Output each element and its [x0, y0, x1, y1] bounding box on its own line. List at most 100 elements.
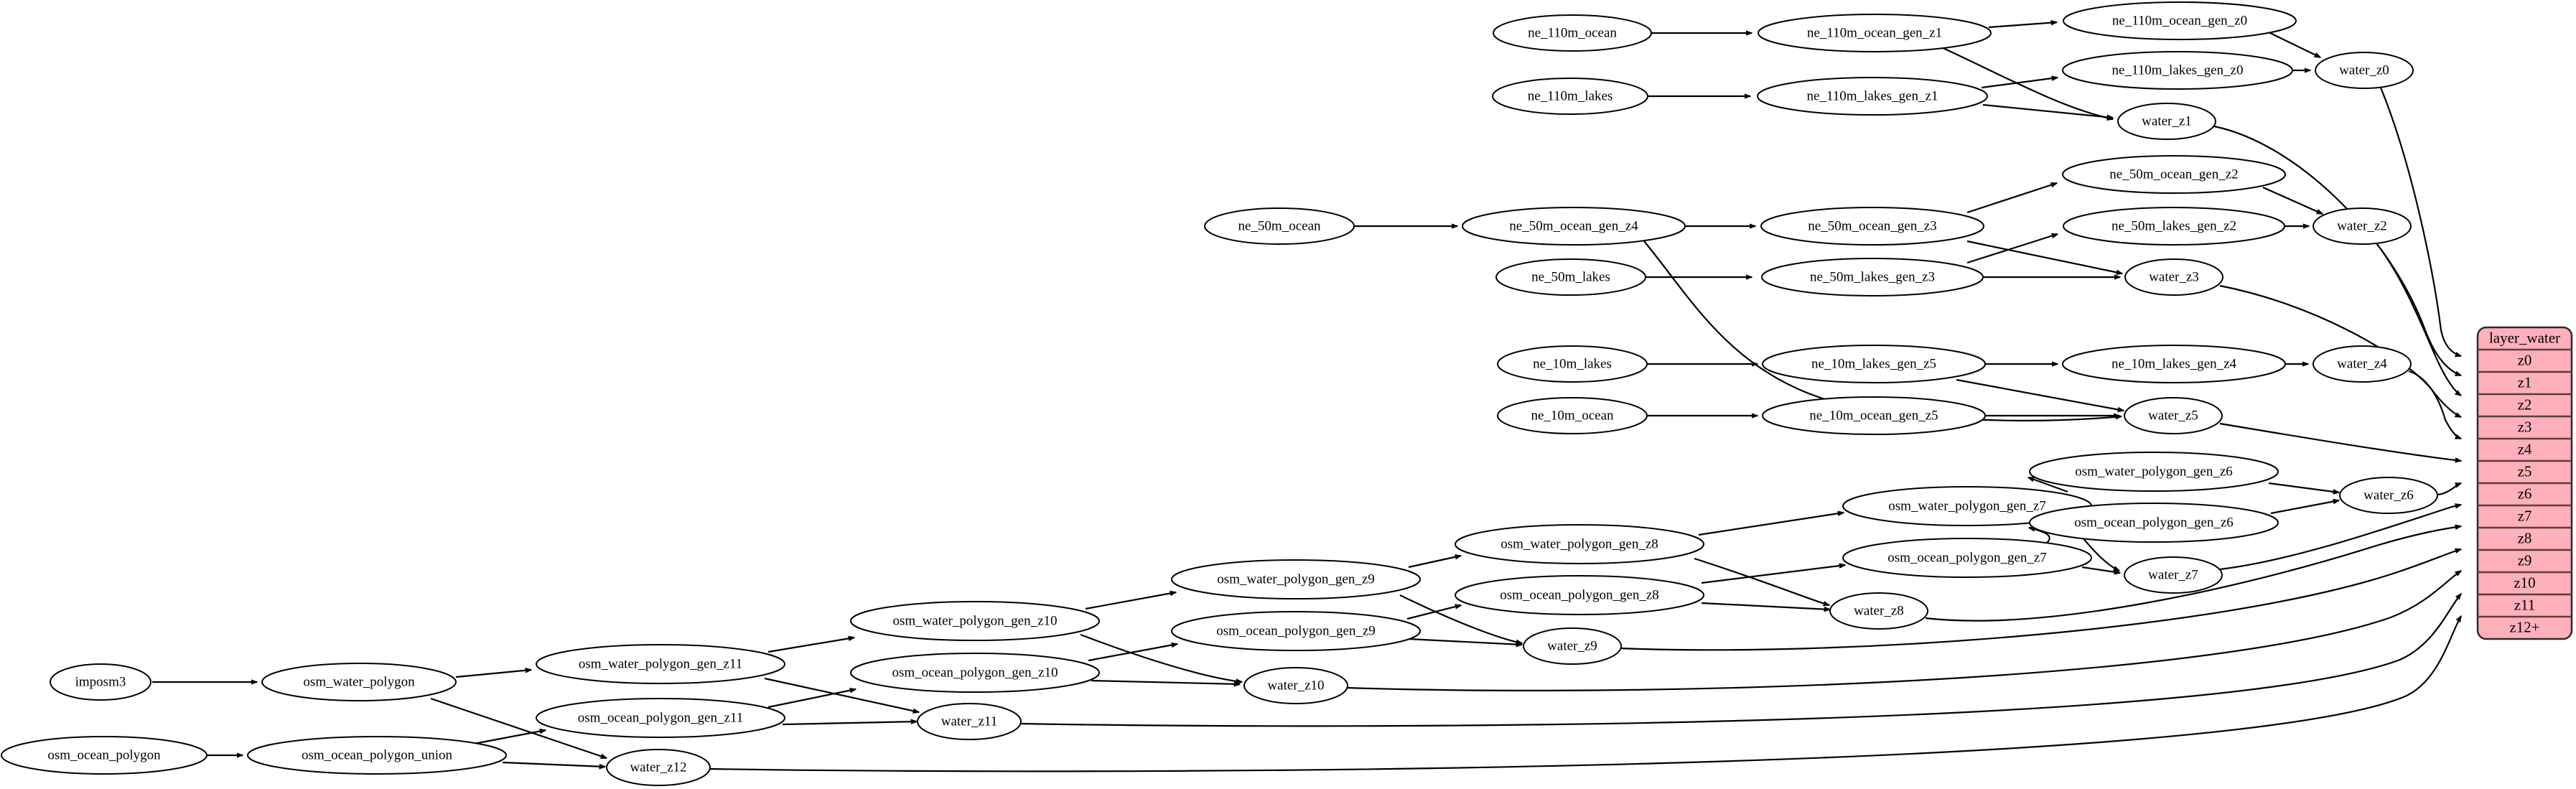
record-row-label-z12+[interactable]: z12+ [2509, 618, 2539, 635]
graph-node[interactable]: osm_ocean_polygon_gen_z8 [1455, 575, 1704, 615]
graph-node[interactable]: osm_water_polygon_gen_z9 [1171, 559, 1421, 599]
graph-node[interactable]: ne_10m_ocean [1497, 397, 1648, 434]
graph-node[interactable]: water_z2 [2313, 207, 2412, 245]
graph-node[interactable]: water_z0 [2315, 52, 2414, 89]
graph-node[interactable]: osm_ocean_polygon_gen_z7 [1842, 538, 2092, 578]
graph-node[interactable]: osm_ocean_polygon [1, 736, 207, 775]
graph-edge [2408, 370, 2461, 440]
graph-node[interactable]: ne_110m_ocean_gen_z0 [2063, 1, 2297, 40]
graph-node[interactable]: ne_50m_lakes [1495, 258, 1646, 296]
graph-node[interactable]: water_z6 [2339, 477, 2438, 514]
graph-node[interactable]: ne_10m_lakes [1497, 345, 1648, 383]
node-ellipse [1171, 559, 1421, 599]
graph-edge [2437, 482, 2461, 496]
graph-node[interactable]: osm_water_polygon_gen_z6 [2029, 452, 2279, 492]
node-label: osm_water_polygon_gen_z7 [1888, 498, 2046, 513]
record-row-label-z2[interactable]: z2 [2518, 396, 2532, 413]
record-row-label-z1[interactable]: z1 [2518, 373, 2532, 391]
record-row-label-z4[interactable]: z4 [2518, 440, 2532, 457]
graph-node[interactable]: osm_water_polygon [261, 663, 457, 701]
record-row-label-z9[interactable]: z9 [2518, 551, 2532, 569]
record-node-layer-water[interactable]: layer_waterz0z1z2z3z4z5z6z7z8z9z10z11z12… [2476, 326, 2573, 640]
graph-edge [1925, 526, 2461, 622]
record-row-label-z5[interactable]: z5 [2518, 462, 2532, 480]
graph-edge [1698, 513, 1844, 536]
record-row-label-z11[interactable]: z11 [2514, 596, 2536, 613]
node-ellipse [1829, 592, 1928, 630]
graph-node[interactable]: osm_water_polygon_gen_z10 [850, 601, 1100, 641]
node-label: water_z7 [2148, 567, 2198, 582]
graph-edge [2028, 476, 2068, 493]
graph-node[interactable]: water_z7 [2124, 556, 2223, 594]
node-label: osm_ocean_polygon_gen_z11 [578, 710, 743, 725]
graph-node[interactable]: osm_ocean_polygon_gen_z9 [1171, 611, 1421, 651]
graph-node[interactable]: ne_50m_ocean_gen_z2 [2062, 155, 2286, 194]
graph-node[interactable]: imposm3 [50, 663, 151, 701]
graph-node[interactable]: ne_50m_lakes_gen_z2 [2063, 207, 2285, 246]
record-row-label-z10[interactable]: z10 [2514, 574, 2535, 591]
node-label: water_z2 [2337, 218, 2387, 233]
graph-node[interactable]: ne_110m_ocean_gen_z1 [1758, 14, 1992, 52]
graph-edge [2268, 32, 2320, 58]
graph-node[interactable]: water_z1 [2117, 103, 2216, 140]
graph-node[interactable]: ne_110m_lakes_gen_z1 [1757, 77, 1988, 116]
node-ellipse [1761, 258, 1984, 297]
graph-node[interactable]: osm_ocean_polygon_gen_z11 [536, 698, 785, 738]
graph-node[interactable]: ne_10m_ocean_gen_z5 [1762, 396, 1986, 435]
nodes-layer: ne_110m_ocean ne_110m_ocean_gen_z1 ne_110m… [1, 1, 2438, 786]
graph-node[interactable]: ne_110m_ocean [1493, 14, 1652, 52]
record-row-label-z8[interactable]: z8 [2518, 529, 2532, 546]
graph-node[interactable]: osm_water_polygon_gen_z11 [536, 644, 785, 684]
record-row-label-z3[interactable]: z3 [2518, 418, 2532, 435]
graph-node[interactable]: water_z9 [1523, 627, 1622, 665]
graph-edge [2262, 186, 2323, 215]
node-label: osm_water_polygon [303, 674, 415, 689]
graph-edge [1346, 571, 2461, 691]
record-row-label-z6[interactable]: z6 [2518, 485, 2532, 502]
graph-node[interactable]: ne_50m_ocean [1204, 207, 1355, 245]
graph-node[interactable]: ne_50m_ocean_gen_z3 [1760, 207, 1984, 246]
graph-edge [2081, 566, 2120, 573]
record-row-label-z7[interactable]: z7 [2518, 507, 2532, 524]
node-ellipse [606, 749, 711, 786]
graph-node[interactable]: osm_ocean_polygon_gen_z10 [850, 653, 1100, 693]
graph-node[interactable]: ne_10m_lakes_gen_z4 [2062, 345, 2286, 383]
graph-node[interactable]: water_z4 [2313, 345, 2412, 383]
graph-node[interactable]: ne_10m_lakes_gen_z5 [1762, 345, 1986, 383]
node-label: water_z4 [2337, 356, 2387, 371]
node-label: osm_ocean_polygon_gen_z8 [1500, 587, 1659, 602]
graph-node[interactable]: water_z8 [1829, 592, 1928, 630]
node-label: osm_ocean_polygon_gen_z9 [1216, 623, 1376, 638]
graph-node[interactable]: water_z12 [606, 749, 711, 786]
node-label: osm_ocean_polygon [47, 747, 161, 762]
node-label: osm_ocean_polygon_union [302, 747, 453, 762]
graph-node[interactable]: water_z3 [2124, 258, 2223, 296]
graph-edge [1988, 22, 2057, 29]
graph-node[interactable]: osm_water_polygon_gen_z7 [1842, 486, 2092, 526]
graph-node[interactable]: ne_50m_ocean_gen_z4 [1462, 207, 1686, 246]
node-label: water_z8 [1854, 603, 1904, 618]
graph-edge [2268, 482, 2339, 492]
graph-edge [764, 677, 919, 712]
graph-node[interactable]: osm_water_polygon_gen_z8 [1455, 524, 1704, 564]
graph-node[interactable]: water_z5 [2124, 397, 2223, 434]
edges-layer [152, 22, 2461, 772]
graph-node[interactable]: ne_50m_lakes_gen_z3 [1761, 258, 1984, 297]
node-ellipse [2029, 452, 2279, 492]
graph-node[interactable]: water_z11 [917, 703, 1022, 740]
graph-node[interactable]: osm_ocean_polygon_union [247, 736, 507, 775]
record-row-label-z0[interactable]: z0 [2518, 351, 2532, 368]
graph-node[interactable]: ne_110m_lakes [1492, 78, 1648, 115]
graph-edge [1019, 594, 2461, 727]
graph-node[interactable]: osm_ocean_polygon_gen_z6 [2029, 503, 2279, 543]
graph-node[interactable]: water_z10 [1243, 667, 1348, 704]
node-label: water_z11 [941, 714, 997, 729]
node-ellipse [1497, 397, 1648, 434]
node-ellipse [2124, 556, 2223, 594]
graph-node[interactable]: ne_110m_lakes_gen_z0 [2062, 51, 2293, 90]
node-ellipse [2315, 52, 2414, 89]
node-ellipse [2062, 345, 2286, 383]
graph-edge [1938, 45, 2113, 119]
node-ellipse [1757, 77, 1988, 116]
